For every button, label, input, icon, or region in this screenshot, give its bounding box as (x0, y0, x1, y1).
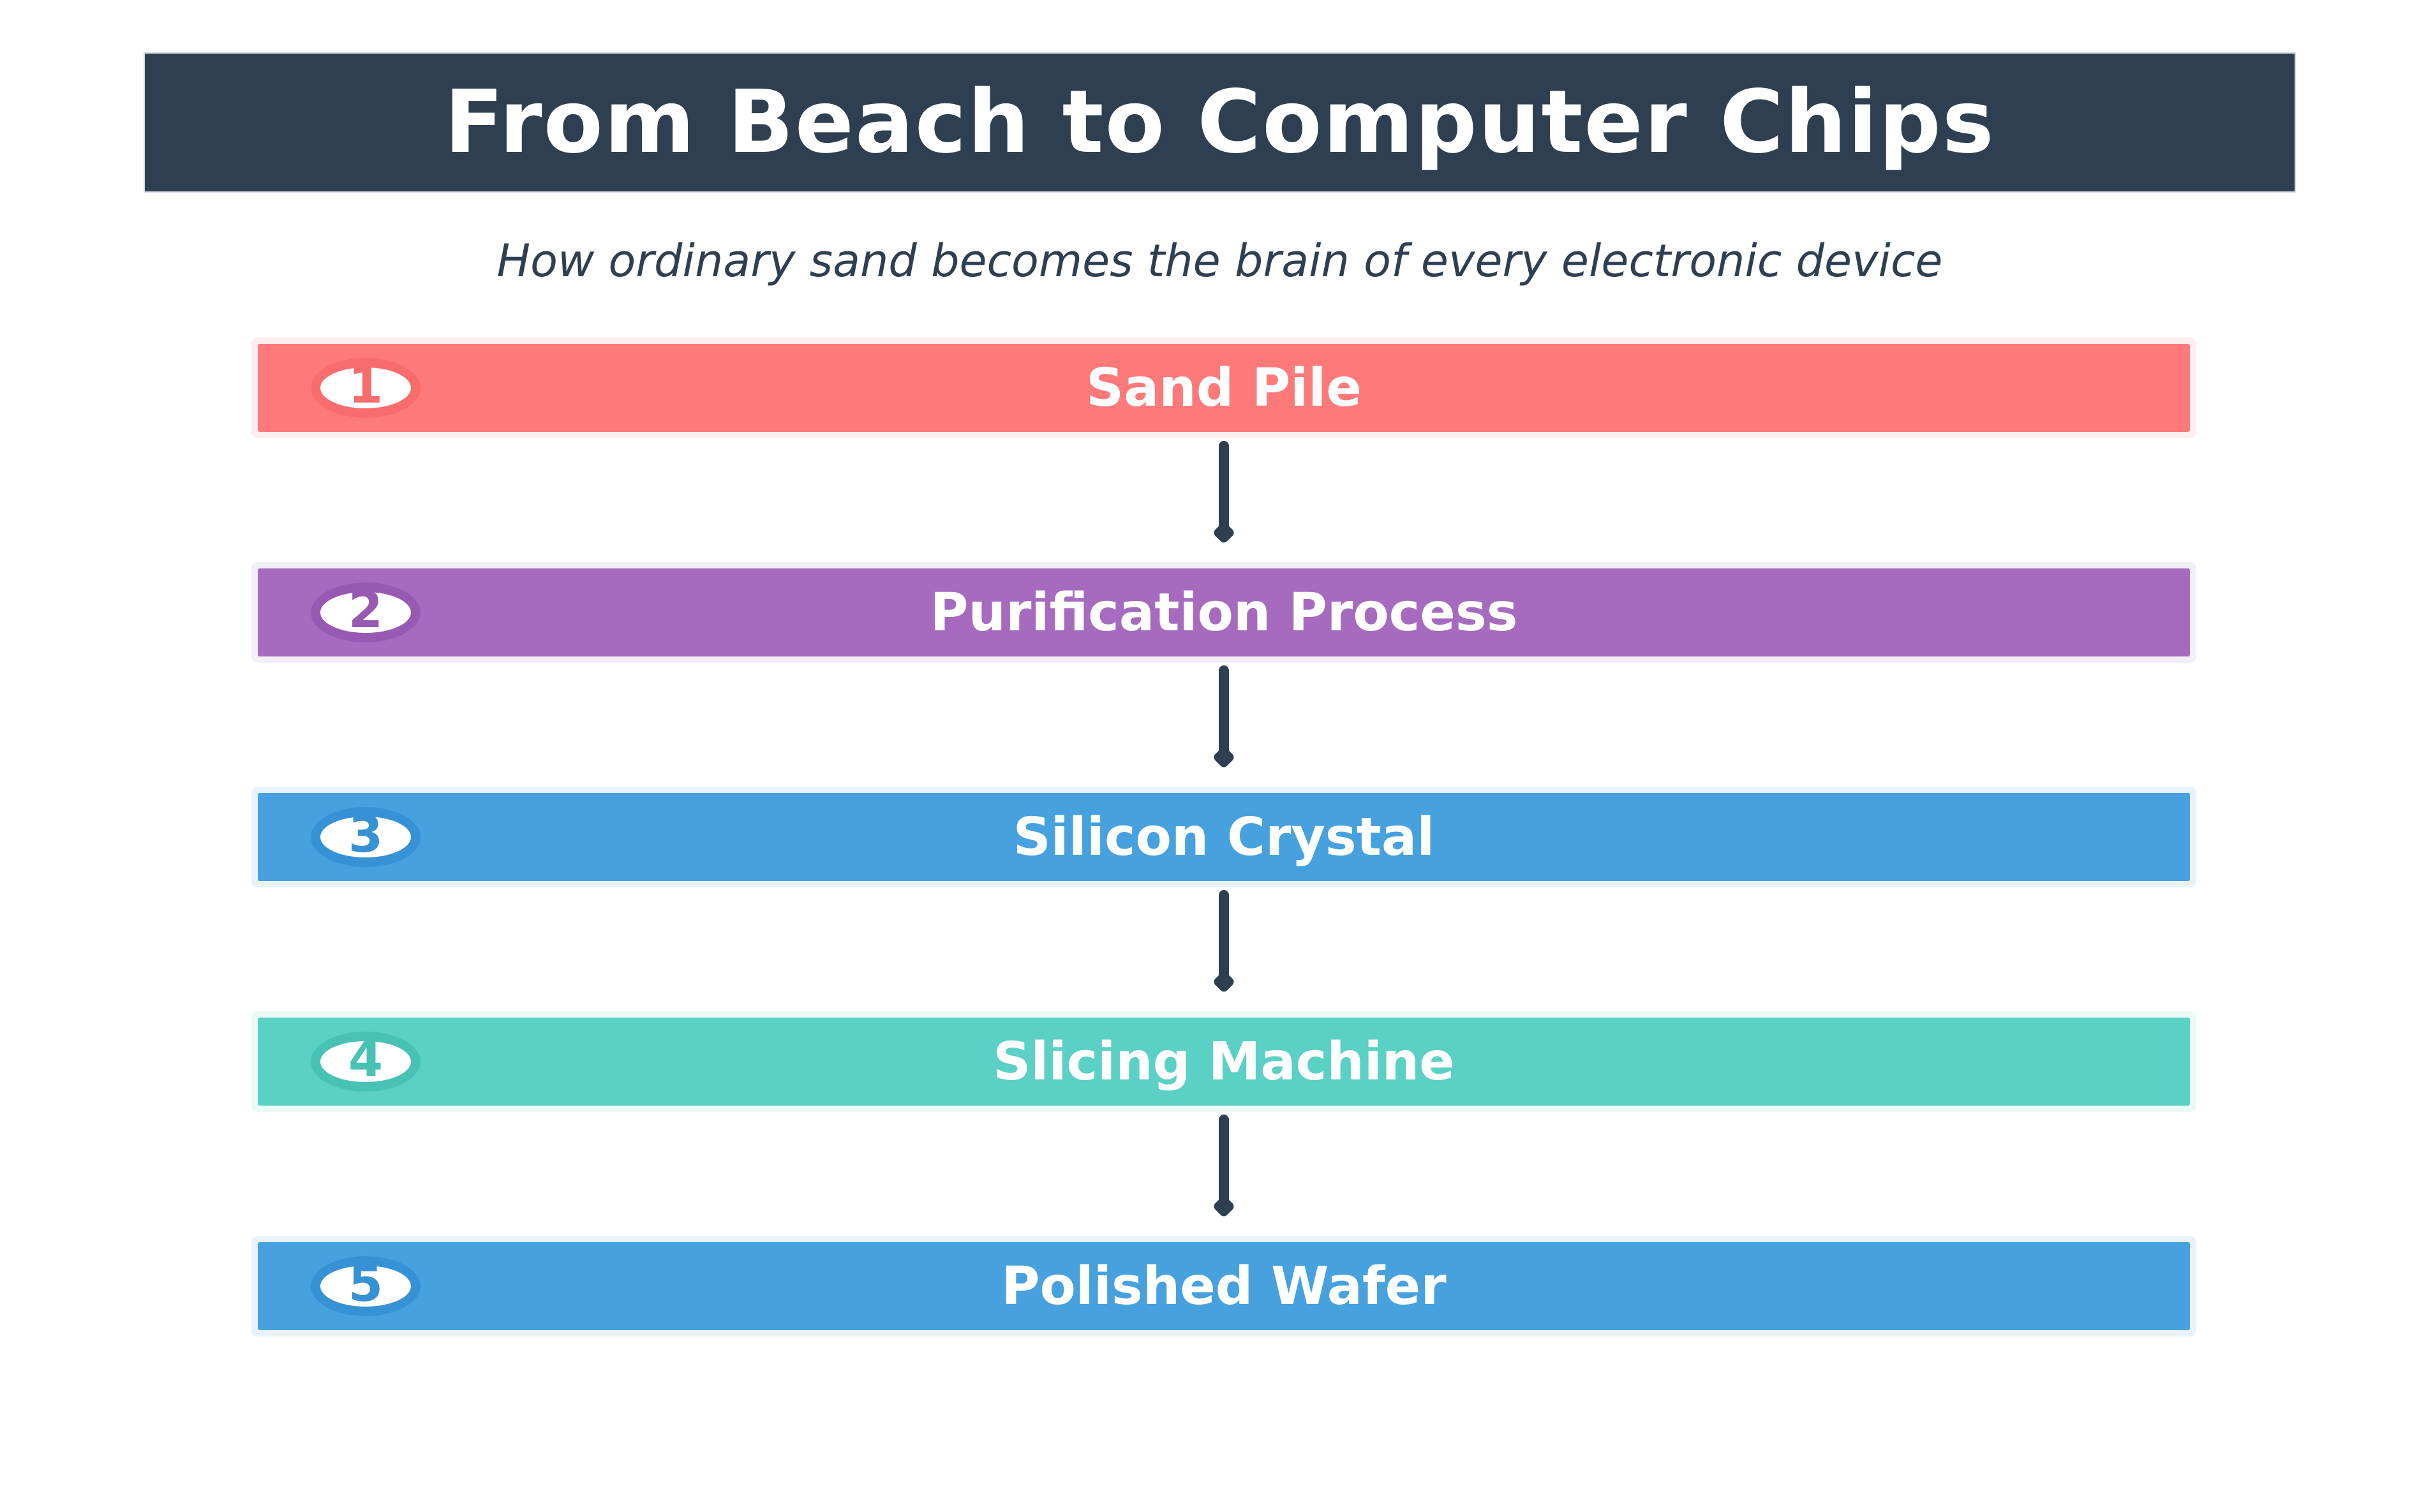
step-number-badge: 2 (311, 582, 421, 642)
connector-arrow (1219, 890, 1229, 982)
step-label: Slicing Machine (993, 1031, 1455, 1092)
process-step-3: 3 Silicon Crystal (258, 793, 2190, 881)
step-label: Sand Pile (1086, 357, 1362, 419)
connector-arrow (1219, 441, 1229, 533)
process-step-5: 5 Polished Wafer (258, 1242, 2190, 1330)
step-number-badge: 3 (311, 807, 421, 867)
step-number: 5 (348, 1256, 383, 1313)
connector-arrow (1219, 665, 1229, 758)
connector-arrow (1219, 1115, 1229, 1207)
process-step-4: 4 Slicing Machine (258, 1018, 2190, 1106)
subtitle: How ordinary sand becomes the brain of e… (496, 235, 1943, 287)
page-title: From Beach to Computer Chips (444, 72, 1995, 173)
step-number-badge: 4 (311, 1032, 421, 1092)
step-number-badge: 5 (311, 1256, 421, 1316)
step-number: 1 (348, 357, 383, 415)
step-number: 4 (348, 1031, 383, 1088)
step-number-badge: 1 (311, 358, 421, 418)
process-step-1: 1 Sand Pile (258, 344, 2190, 432)
step-number: 3 (348, 806, 383, 864)
title-banner: From Beach to Computer Chips (144, 52, 2296, 193)
step-label: Polished Wafer (1001, 1256, 1447, 1317)
step-label: Silicon Crystal (1013, 806, 1435, 868)
step-number: 2 (348, 582, 383, 639)
step-label: Purification Process (930, 582, 1518, 643)
process-step-2: 2 Purification Process (258, 568, 2190, 656)
